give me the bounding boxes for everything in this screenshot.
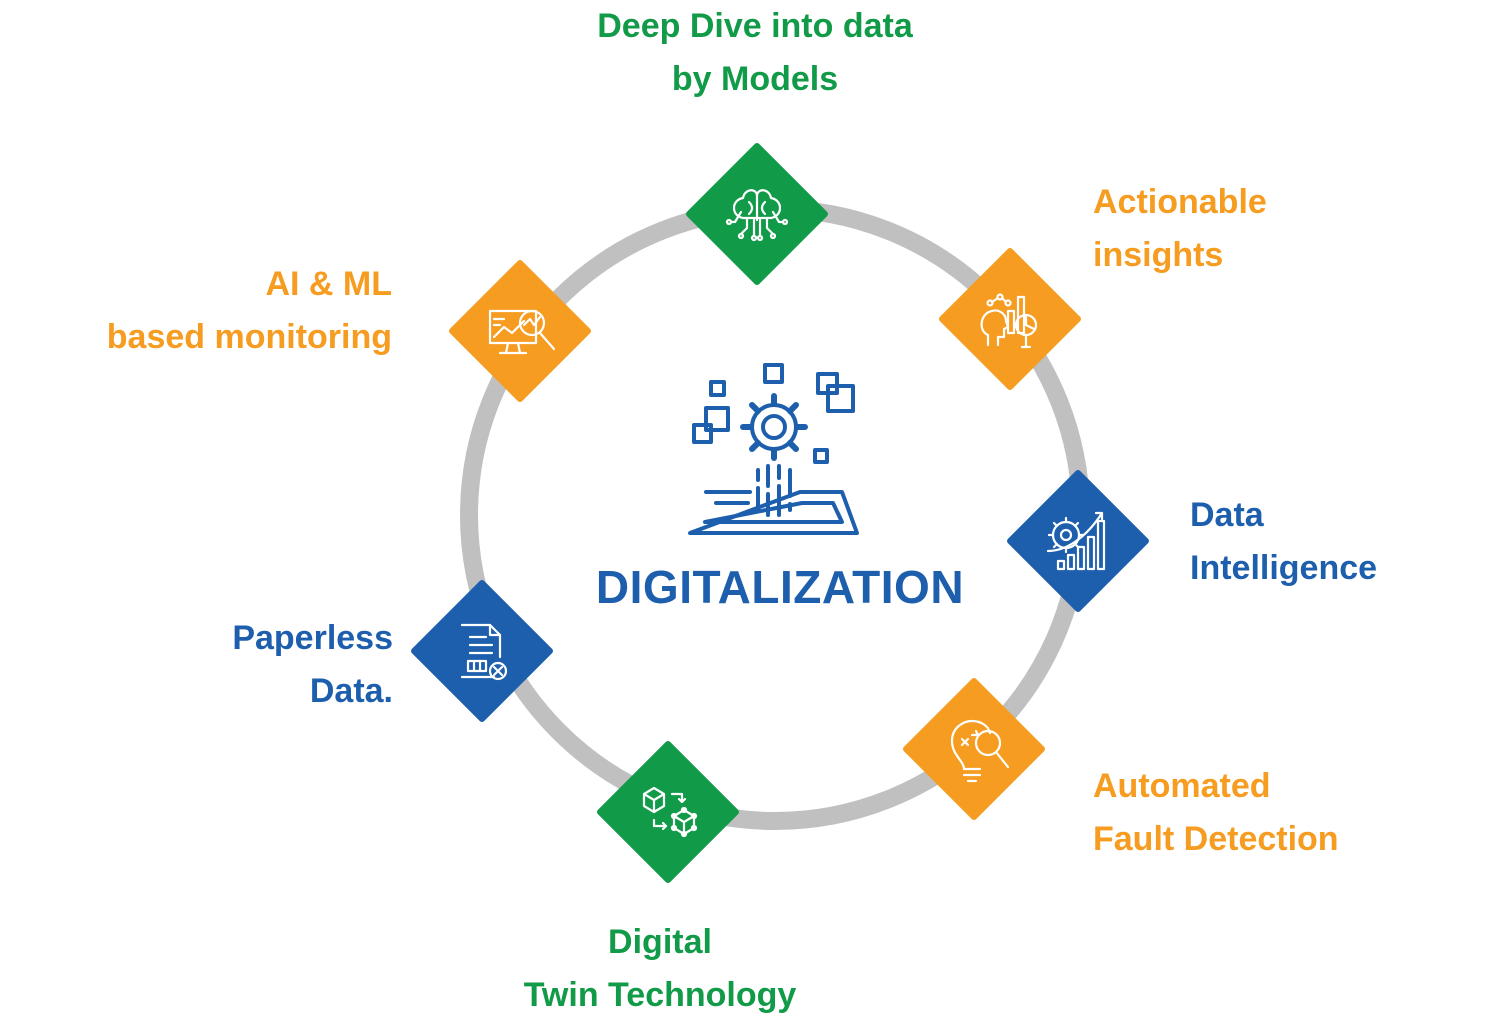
monitor-analytics-icon	[488, 309, 556, 355]
node-label-line1: Deep Dive into data	[597, 7, 913, 45]
node-label-data-intelligence: Data Intelligence	[1190, 489, 1377, 595]
node-1	[686, 143, 828, 285]
center-title: DIGITALIZATION	[595, 561, 965, 613]
node-label-line1: Digital	[608, 923, 712, 961]
node-3	[1007, 470, 1149, 612]
ai-growth-chart-icon	[1046, 511, 1106, 571]
node-6	[411, 580, 553, 722]
node-diamond	[411, 580, 553, 722]
node-label-line2: based monitoring	[106, 318, 392, 356]
cube-transform-icon	[642, 786, 698, 838]
node-label-line1: AI & ML	[265, 265, 392, 303]
node-label-ai-ml-monitoring: AI & ML based monitoring	[40, 258, 392, 364]
node-label-line1: Paperless	[232, 619, 393, 657]
node-label-fault-detection: Automated Fault Detection	[1093, 760, 1339, 866]
node-diamond	[939, 248, 1081, 390]
node-label-line1: Actionable	[1093, 183, 1267, 221]
document-cancel-icon	[460, 623, 508, 681]
brain-circuit-icon	[725, 189, 789, 242]
node-label-line1: Automated	[1093, 767, 1271, 805]
node-diamond	[597, 741, 739, 883]
node-label-line2: by Models	[671, 60, 839, 98]
node-label-line2: insights	[1093, 236, 1224, 274]
node-label-line2: Fault Detection	[1093, 820, 1339, 858]
node-5	[597, 741, 739, 883]
node-label-paperless-data: Paperless Data.	[60, 612, 393, 718]
node-diamond	[449, 260, 591, 402]
node-label-line2: Twin Technology	[523, 976, 797, 1014]
head-analytics-icon	[980, 293, 1038, 349]
node-label-line2: Data.	[309, 672, 393, 710]
node-label-actionable-insights: Actionable insights	[1093, 176, 1267, 282]
node-diamond	[903, 678, 1045, 820]
node-2	[939, 248, 1081, 390]
node-4	[903, 678, 1045, 820]
node-7	[449, 260, 591, 402]
lightbulb-search-icon	[950, 719, 1010, 783]
node-label-deep-dive: Deep Dive into data by Models	[565, 0, 945, 106]
node-label-line1: Data	[1190, 496, 1264, 534]
node-label-line2: Intelligence	[1190, 549, 1378, 587]
digital-gear-platform-icon	[688, 363, 859, 535]
node-label-digital-twin: Digital Twin Technology	[460, 916, 860, 1022]
